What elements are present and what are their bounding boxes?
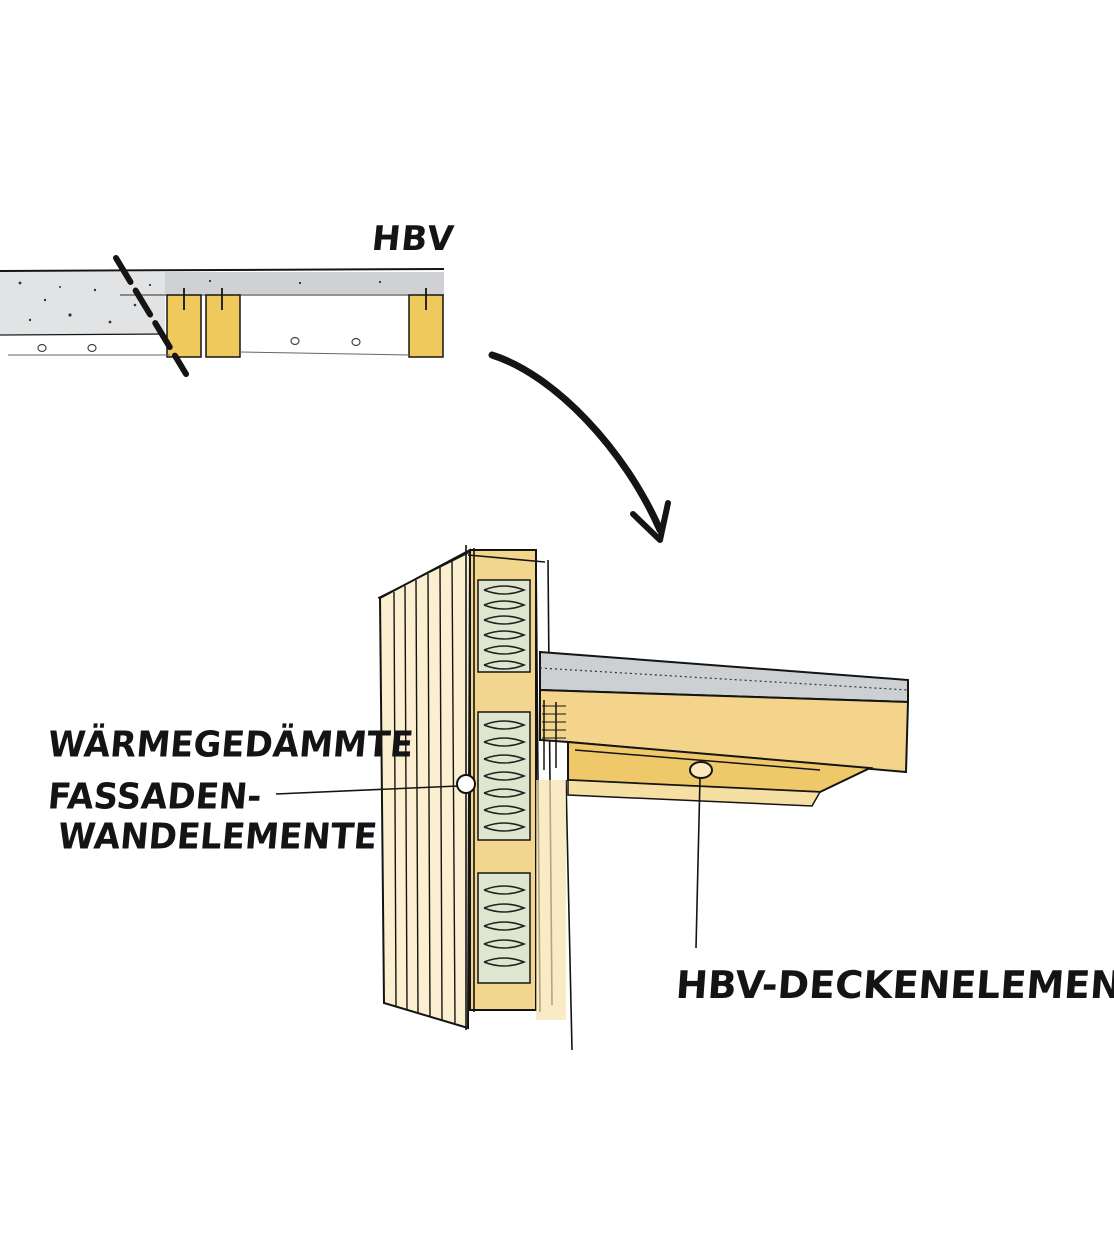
hbv-floor-section [0,255,445,377]
wall-connection-marker [456,774,476,794]
section-cut-line [113,255,189,377]
facade-wall-element [377,545,573,1051]
wall-element-label-line2: FASSADEN- [46,776,264,818]
wall-element-label-line1: WÄRMEGEDÄMMTE [46,724,416,766]
ceiling-connection-marker [689,761,713,779]
insulation-panels [477,579,531,984]
hbv-label: HBV [369,219,457,259]
hbv-ceiling-element [539,650,910,807]
concrete-slab-left [0,272,165,334]
timber-beam-2 [205,294,241,358]
wall-element-label-line3: WANDELEMENTE [56,816,379,858]
arrow-icon [488,351,671,543]
ceiling-element-label: HBV-DECKENELEMENT [674,963,1114,1007]
ceiling-leader-line [695,777,701,949]
wall-leader-line [275,785,459,795]
